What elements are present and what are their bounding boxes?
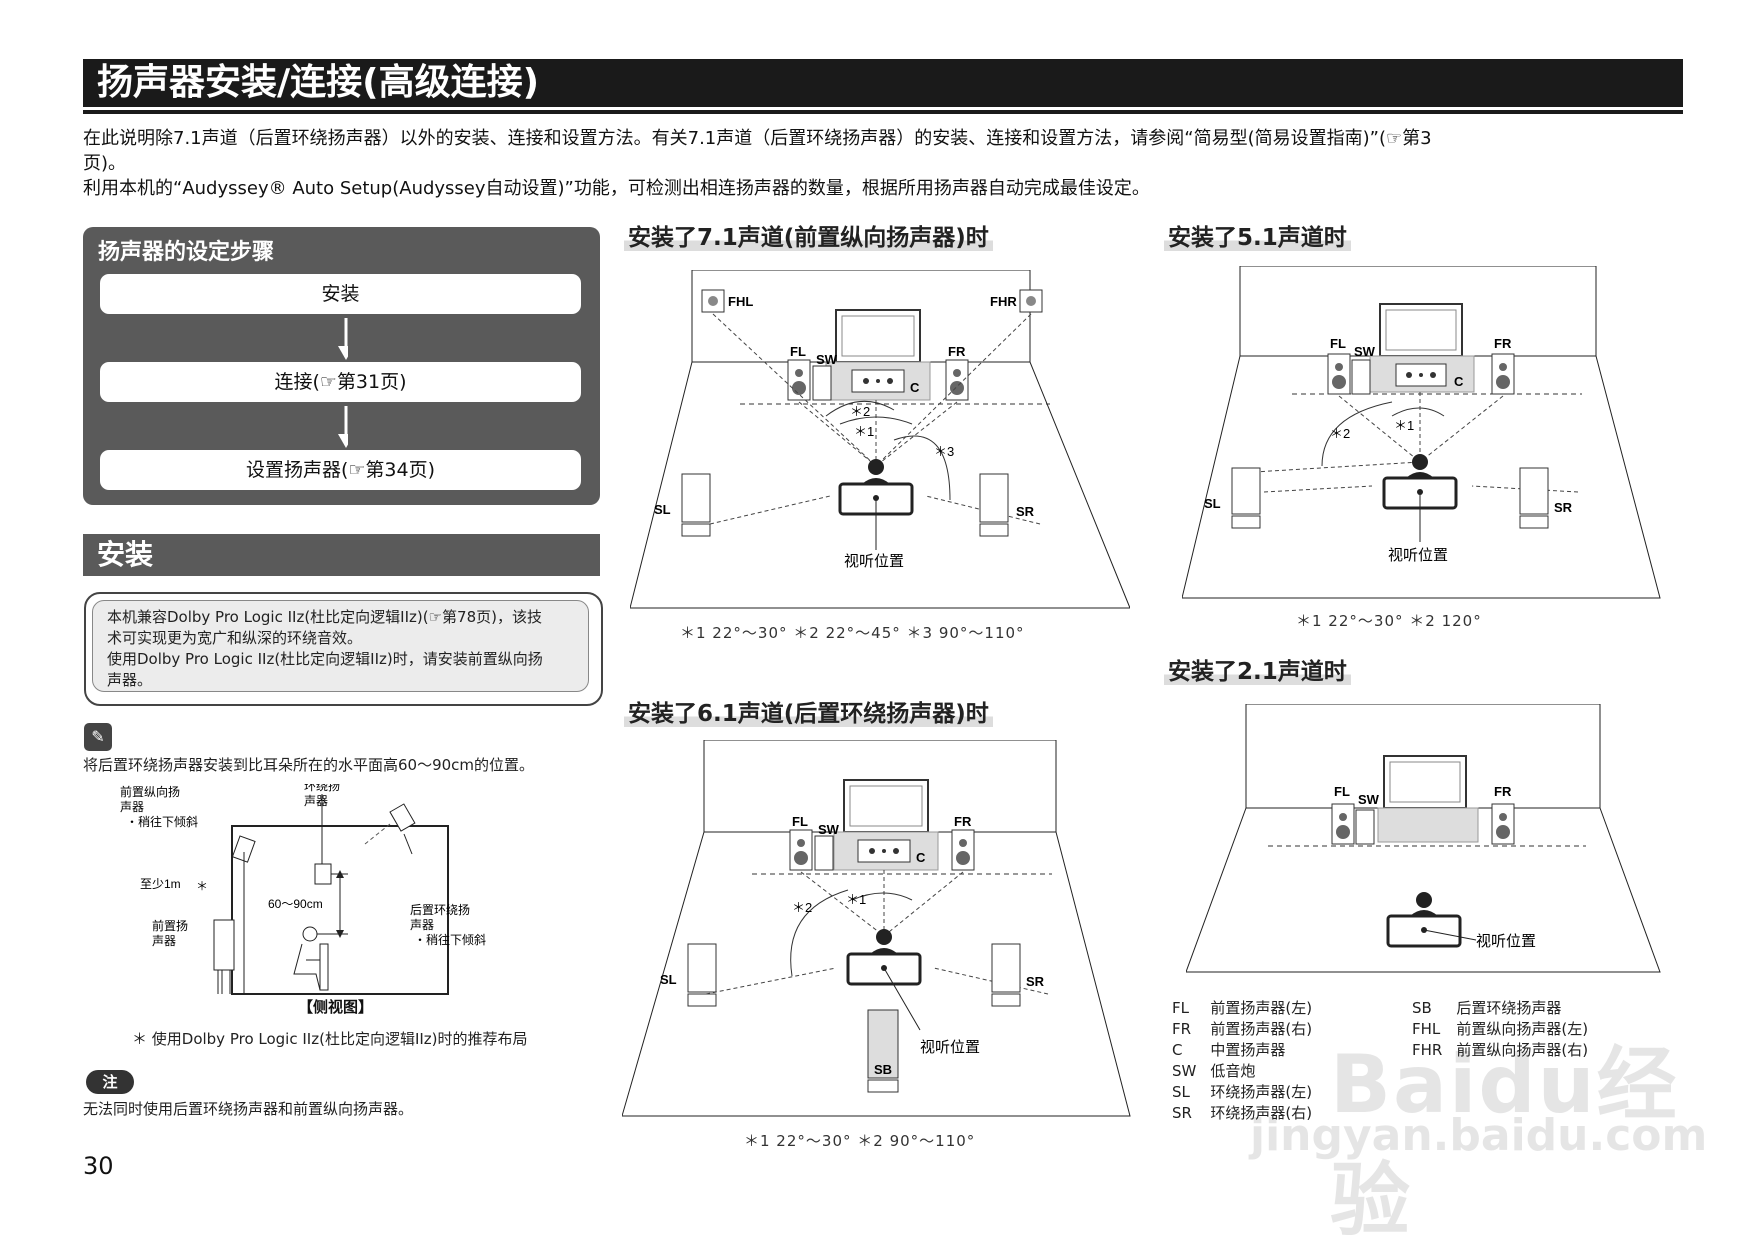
svg-text:视听位置: 视听位置 — [1388, 547, 1448, 564]
page-title: 扬声器安装/连接(高级连接) — [83, 59, 1683, 107]
svg-text:SB: SB — [874, 1062, 892, 1077]
svg-text:FL: FL — [790, 344, 806, 359]
heading-7-1: 安装了7.1声道(前置纵向扬声器)时 — [624, 218, 993, 252]
diagram-5-1: FL SW FR C SL SR ＊2 ＊1 视听位置 — [1182, 266, 1661, 599]
svg-text:FR: FR — [948, 344, 966, 359]
arrow-down-icon — [338, 318, 348, 360]
svg-text:SL: SL — [660, 972, 677, 987]
side-view-diagram: 前置纵向扬 声器 ・稍往下倾斜 环绕扬 声器 至少1m ＊ 60～90cm 前置… — [120, 784, 486, 995]
heading-6-1: 安装了6.1声道(后置环绕扬声器)时 — [624, 694, 993, 728]
intro-line-3: 利用本机的“Audyssey® Auto Setup(Audyssey自动设置)… — [83, 178, 1150, 199]
step-setup-speakers: 设置扬声器(☞第34页) — [100, 450, 581, 490]
note-line: 术可实现更为宽广和纵深的环绕音效。 — [107, 629, 363, 647]
svg-text:SL: SL — [654, 502, 671, 517]
caption-5-1: ＊1 22°～30° ＊2 120° — [1296, 612, 1482, 630]
svg-text:SL: SL — [1204, 496, 1221, 511]
pencil-icon: ✎ — [84, 723, 112, 751]
svg-text:环绕扬: 环绕扬 — [304, 784, 340, 793]
note-line: 本机兼容Dolby Pro Logic IIz(杜比定向逻辑IIz)(☞第78页… — [107, 608, 542, 626]
svg-text:前置扬: 前置扬 — [152, 918, 188, 933]
diagram-6-1: FL SW FR C SL SR SB ＊2 ＊1 视听位置 — [622, 740, 1131, 1117]
page-number: 30 — [83, 1152, 114, 1180]
svg-text:C: C — [916, 850, 926, 865]
svg-text:FHR: FHR — [990, 294, 1017, 309]
svg-text:SW: SW — [818, 822, 840, 837]
caption-6-1: ＊1 22°～30° ＊2 90°～110° — [744, 1132, 976, 1150]
setup-steps-title: 扬声器的设定步骤 — [98, 240, 275, 265]
svg-text:后置环绕扬: 后置环绕扬 — [410, 902, 470, 917]
note-badge: 注 — [86, 1070, 134, 1094]
svg-text:C: C — [910, 380, 920, 395]
tip-text: 将后置环绕扬声器安装到比耳朵所在的水平面高60～90cm的位置。 — [83, 756, 535, 774]
svg-text:视听位置: 视听位置 — [844, 553, 904, 570]
svg-text:・稍往下倾斜: ・稍往下倾斜 — [126, 814, 198, 829]
svg-text:＊: ＊ — [196, 879, 208, 893]
svg-text:SW: SW — [816, 352, 838, 367]
caption-7-1: ＊1 22°～30° ＊2 22°～45° ＊3 90°～110° — [680, 624, 1025, 642]
svg-text:60～90cm: 60～90cm — [268, 897, 323, 911]
svg-text:＊1: ＊1 — [854, 424, 874, 439]
surround-speaker — [314, 863, 332, 885]
side-view-footnote: ＊ 使用Dolby Pro Logic IIz(杜比定向逻辑IIz)时的推荐布局 — [132, 1030, 528, 1048]
note-line: 声器。 — [107, 671, 153, 689]
svg-text:SR: SR — [1016, 504, 1035, 519]
front-speaker — [213, 919, 235, 971]
svg-text:FHL: FHL — [728, 294, 753, 309]
watermark-logo: Baidu经验 — [1330, 1038, 1679, 1247]
svg-text:声器: 声器 — [410, 918, 434, 932]
svg-text:＊2: ＊2 — [1330, 426, 1350, 441]
svg-text:视听位置: 视听位置 — [1476, 933, 1536, 950]
heading-5-1: 安装了5.1声道时 — [1164, 218, 1351, 252]
svg-text:FL: FL — [1334, 784, 1350, 799]
diagram-2-1: FL SW FR 视听位置 — [1186, 704, 1661, 973]
front-height-speaker — [231, 835, 256, 863]
note-frame — [84, 592, 603, 706]
step-connect: 连接(☞第31页) — [100, 362, 581, 402]
dolby-note: 本机兼容Dolby Pro Logic IIz(杜比定向逻辑IIz)(☞第78页… — [92, 600, 589, 692]
step-install: 安装 — [100, 274, 581, 314]
svg-text:FR: FR — [1494, 336, 1512, 351]
svg-text:SR: SR — [1554, 500, 1573, 515]
intro-text: 在此说明除7.1声道（后置环绕扬声器）以外的安装、连接和设置方法。有关7.1声道… — [83, 126, 1683, 201]
svg-text:FR: FR — [1494, 784, 1512, 799]
svg-text:＊3: ＊3 — [934, 444, 954, 459]
svg-text:视听位置: 视听位置 — [920, 1039, 980, 1056]
svg-text:C: C — [1454, 374, 1464, 389]
svg-text:FL: FL — [792, 814, 808, 829]
svg-text:SR: SR — [1026, 974, 1045, 989]
svg-text:・稍往下倾斜: ・稍往下倾斜 — [414, 932, 486, 947]
install-heading: 安装 — [83, 534, 600, 576]
svg-text:FR: FR — [954, 814, 972, 829]
svg-text:＊1: ＊1 — [846, 892, 866, 907]
note-text: 无法同时使用后置环绕扬声器和前置纵向扬声器。 — [83, 1100, 414, 1118]
svg-text:SW: SW — [1354, 344, 1376, 359]
svg-text:＊1: ＊1 — [1394, 418, 1414, 433]
note-line: 使用Dolby Pro Logic IIz(杜比定向逻辑IIz)时，请安装前置纵… — [107, 650, 543, 668]
svg-text:FL: FL — [1330, 336, 1346, 351]
svg-text:SW: SW — [1358, 792, 1380, 807]
diagram-7-1: FHL FHR FL SW FR C SL SR ＊2 ＊1 ＊3 视听位置 — [630, 270, 1130, 609]
svg-text:至少1m: 至少1m — [140, 877, 181, 891]
intro-line-2: 页)。 — [83, 153, 127, 174]
rear-surround-speaker — [389, 803, 416, 832]
svg-text:声器: 声器 — [120, 800, 144, 814]
title-rule — [83, 110, 1683, 114]
svg-text:＊2: ＊2 — [792, 900, 812, 915]
heading-2-1: 安装了2.1声道时 — [1164, 652, 1351, 686]
side-view-caption: 【侧视图】 — [298, 998, 374, 1016]
intro-line-1: 在此说明除7.1声道（后置环绕扬声器）以外的安装、连接和设置方法。有关7.1声道… — [83, 128, 1432, 149]
svg-text:声器: 声器 — [152, 934, 176, 948]
arrow-down-icon — [338, 406, 348, 448]
svg-text:前置纵向扬: 前置纵向扬 — [120, 784, 180, 799]
svg-text:＊2: ＊2 — [850, 404, 870, 419]
svg-text:声器: 声器 — [304, 794, 328, 808]
watermark-url: jingyan.baidu.com — [1250, 1110, 1708, 1161]
